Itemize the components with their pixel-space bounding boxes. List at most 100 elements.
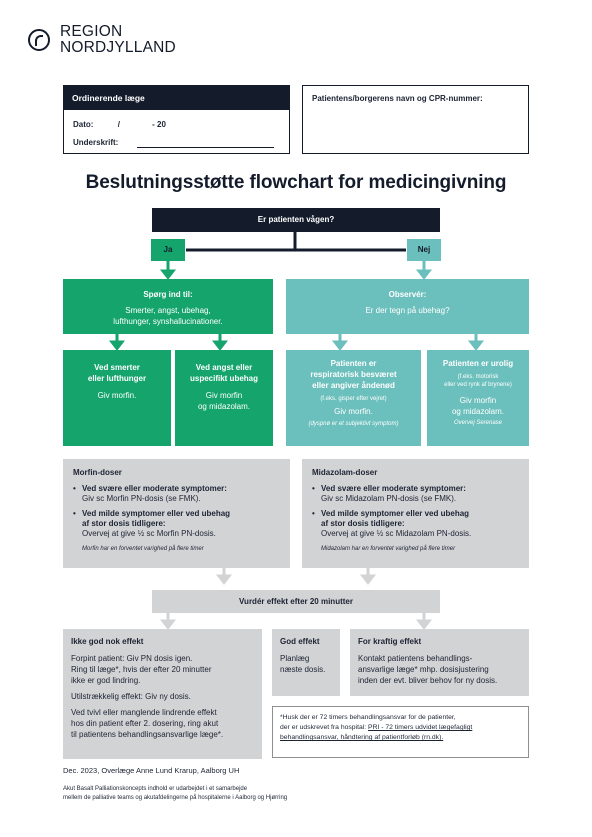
midazolam-dose-box: Midazolam-doser Ved svære eller moderate… [302,459,529,568]
logo-line2: NORDJYLLAND [60,39,176,56]
footnote-l1: *Husk der er 72 timers behandlingsansvar… [280,714,456,721]
footer-line3: mellem de palliative teams og akutafdeli… [63,795,288,801]
restless-box: Patienten er urolig (f.eks. motorisk ell… [427,350,529,446]
footnote-link-part2[interactable]: behandlingsansvar, håndtering af patient… [280,734,444,741]
question-box: Er patienten vågen? [152,208,440,232]
ask-title: Spørg ind til: [143,290,193,299]
not-enough-title: Ikke god nok effekt [71,637,144,646]
observe-line1: Er der tegn på ubehag? [365,306,450,315]
date-slash: / [117,120,120,129]
resp-title3: eller angiver åndenød [312,381,395,390]
logo-line1: REGION [60,23,123,40]
good-effect-box: God effekt Planlæg næste dosis. [272,629,340,696]
midazolam-bullet-1: Ved svære eller moderate symptomer: Giv … [312,484,519,504]
resp-note: (dyspnø er et subjektivt symptom) [308,421,399,427]
patient-label: Patientens/borgerens navn og CPR-nummer: [312,94,483,103]
morfin-b2-bold1: Ved milde symptomer eller ved ubehag [82,509,231,518]
footer-author: Dec. 2023, Overlæge Anne Lund Krarup, Aa… [63,766,240,775]
morfin-note: Morfin har en forventet varighed på fler… [82,546,204,552]
no-label: Nej [407,239,441,261]
ask-box: Spørg ind til: Smerter, angst, ubehag, l… [63,279,273,334]
date-year: - 20 [152,120,166,129]
midazolam-b2-bold1: Ved milde symptomer eller ved ubehag [321,509,470,518]
observe-title: Observér: [388,290,427,299]
midazolam-b1-text: Giv sc Midazolam PN-dosis (se FMK). [321,494,457,503]
restless-note: Overvej Serenase [453,420,503,426]
not-enough-p1: Forpint patient: Giv PN dosis igen. Ring… [71,653,254,686]
morfin-bullet-1: Ved svære eller moderate symptomer: Giv … [73,484,280,504]
signature-line[interactable] [137,147,274,148]
not-enough-p1-l1: Forpint patient: Giv PN dosis igen. [71,654,193,663]
anxiety-action1: Giv morfin [205,391,243,400]
too-strong-l3: inden der evt. bliver behov for ny dosis… [358,676,498,685]
anxiety-title2: uspecifikt ubehag [189,374,258,383]
midazolam-b1-bold: Ved svære eller moderate symptomer: [321,484,466,493]
pain-title2: eller lufthunger [87,374,147,383]
yes-label: Ja [151,239,185,261]
good-l1: Planlæg [280,654,310,663]
ask-line1: Smerter, angst, ubehag, [125,306,211,315]
not-enough-p3-l2: hos din patient efter 2. dosering, ring … [71,719,219,728]
pain-title1: Ved smerter [94,363,140,372]
prescriber-header: Ordinerende læge [64,86,289,110]
morfin-b2-text: Overvej at give ½ sc Morfin PN-dosis. [82,529,216,538]
not-enough-p3-l1: Ved tvivl eller manglende lindrende effe… [71,708,217,717]
respiratory-box: Patienten er respiratorisk besværet elle… [286,350,421,446]
resp-title1: Patienten er [330,359,377,368]
date-row: Dato: / - 20 [73,120,166,129]
patient-box[interactable]: Patientens/borgerens navn og CPR-nummer: [302,85,529,154]
morfin-bullet-2: Ved milde symptomer eller ved ubehag af … [73,509,280,539]
restless-example1: (f.eks. motorisk [457,374,499,380]
not-enough-p1-l2: Ring til læge*, hvis der efter 20 minutt… [71,665,212,674]
pain-box: Ved smerter eller lufthunger Giv morfin. [63,350,171,446]
restless-action2: og midazolam. [451,407,505,416]
morfin-dose-box: Morfin-doser Ved svære eller moderate sy… [63,459,290,568]
resp-title2: respiratorisk besværet [310,370,397,379]
resp-action: Giv morfin. [334,407,373,416]
not-enough-p2: Utilstrækkelig effekt: Giv ny dosis. [71,692,191,701]
not-enough-p1-l3: ikke er god lindring. [71,676,141,685]
anxiety-box: Ved angst eller uspecifikt ubehag Giv mo… [175,350,273,446]
pain-action: Giv morfin. [97,391,137,400]
good-l2: næste dosis. [280,665,326,674]
date-label: Dato: [73,120,94,129]
morfin-b2-bold2: af stor dosis tidligere: [82,519,166,528]
too-strong-title: For kraftig effekt [358,637,422,646]
footnote-link-part1[interactable]: PRI - 72 timers udvidet lægefagligt [368,724,473,731]
evaluate-box: Vurdér effekt efter 20 minutter [152,590,440,613]
prescriber-box: Ordinerende læge Dato: / - 20 Underskrif… [63,85,290,154]
anxiety-action2: og midazolam. [197,402,251,411]
morfin-title: Morfin-doser [73,468,122,477]
anxiety-title1: Ved angst eller [195,363,253,372]
morfin-b1-bold: Ved svære eller moderate symptomer: [82,484,227,493]
footer-credits: Akut Basalt Palliationskoncepts indhold … [63,785,413,803]
too-strong-effect-box: For kraftig effekt Kontakt patientens be… [350,629,529,696]
restless-example2: eller ved rynk af brynene) [444,382,512,388]
midazolam-bullet-2: Ved milde symptomer eller ved ubehag af … [312,509,519,539]
footnote-l2-pre: der er udskrevet fra hospital: [280,724,369,731]
not-enough-p3: Ved tvivl eller manglende lindrende effe… [71,707,254,740]
restless-title: Patienten er urolig [442,359,514,368]
midazolam-title: Midazolam-doser [312,468,378,477]
region-logo-icon [28,29,50,51]
footnote-box: *Husk der er 72 timers behandlingsansvar… [272,706,529,758]
midazolam-b2-text: Overvej at give ½ sc Midazolam PN-dosis. [321,529,472,538]
too-strong-l2: ansvarlige læge* mhp. dosisjustering [358,665,489,674]
resp-example: (f.eks. gisper efter vejret) [320,396,387,402]
too-strong-l1: Kontakt patientens behandlings- [358,654,473,663]
observe-box: Observér: Er der tegn på ubehag? [286,279,529,334]
region-logo-text: REGION NORDJYLLAND [60,24,176,56]
page-title: Beslutningsstøtte flowchart for medicing… [85,172,507,193]
footnote-l2: der er udskrevet fra hospital: PRI - 72 … [280,723,521,733]
morfin-b1-text: Giv sc Morfin PN-dosis (se FMK). [82,494,201,503]
midazolam-b2-bold2: af stor dosis tidligere: [321,519,405,528]
restless-action1: Giv morfin [459,396,497,405]
footer-line2: Akut Basalt Palliationskoncepts indhold … [63,786,248,792]
not-enough-effect-box: Ikke god nok effekt Forpint patient: Giv… [63,629,262,759]
midazolam-note: Midazolam har en forventet varighed på f… [321,546,456,552]
not-enough-p3-l3: til patientens behandlingsansvarlige læg… [71,730,224,739]
signature-row: Underskrift: [73,138,118,147]
ask-line2: lufthunger, synshallucinationer. [113,317,223,326]
signature-label: Underskrift: [73,138,119,147]
